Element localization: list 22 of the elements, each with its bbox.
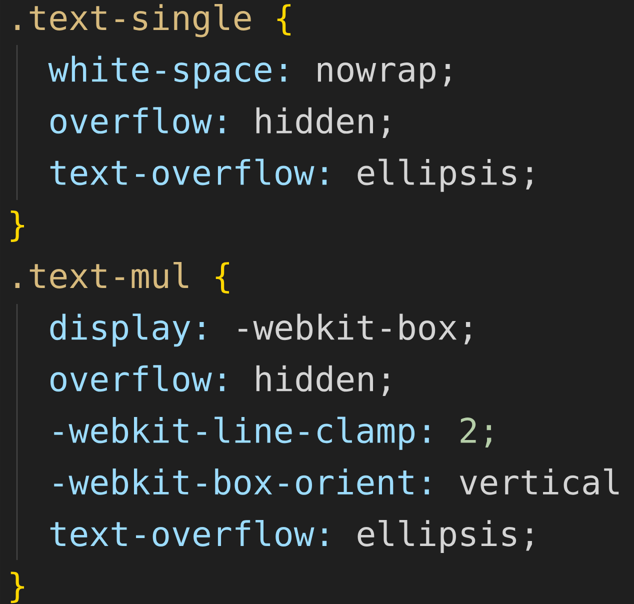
- css-number: 2;: [460, 418, 492, 448]
- css-value: nowrap;: [318, 62, 450, 89]
- css-property: -webkit-box-orient:: [54, 468, 429, 495]
- css-property: white-space:: [48, 56, 286, 89]
- css-property: text-overflow:: [50, 158, 327, 186]
- css-property: -webkit-line-clamp:: [54, 416, 429, 450]
- css-value: ellipsis;: [358, 520, 532, 554]
- css-property: display:: [50, 314, 204, 347]
- css-value: ellipsis;: [358, 158, 532, 192]
- css-value: hidden;: [256, 365, 389, 396]
- css-value: hidden;: [256, 107, 389, 138]
- brace: }: [10, 210, 24, 242]
- css-selector: .text-mul: [15, 262, 188, 288]
- brace: }: [10, 572, 24, 604]
- css-value: -webkit-box;: [238, 314, 470, 344]
- css-property: overflow:: [50, 107, 224, 134]
- brace: {: [277, 4, 290, 36]
- css-value: vertical: [460, 468, 619, 495]
- brace: {: [216, 262, 229, 294]
- css-property: text-overflow:: [50, 520, 327, 546]
- css-property: overflow:: [50, 365, 224, 392]
- css-selector: .text-single: [15, 4, 251, 38]
